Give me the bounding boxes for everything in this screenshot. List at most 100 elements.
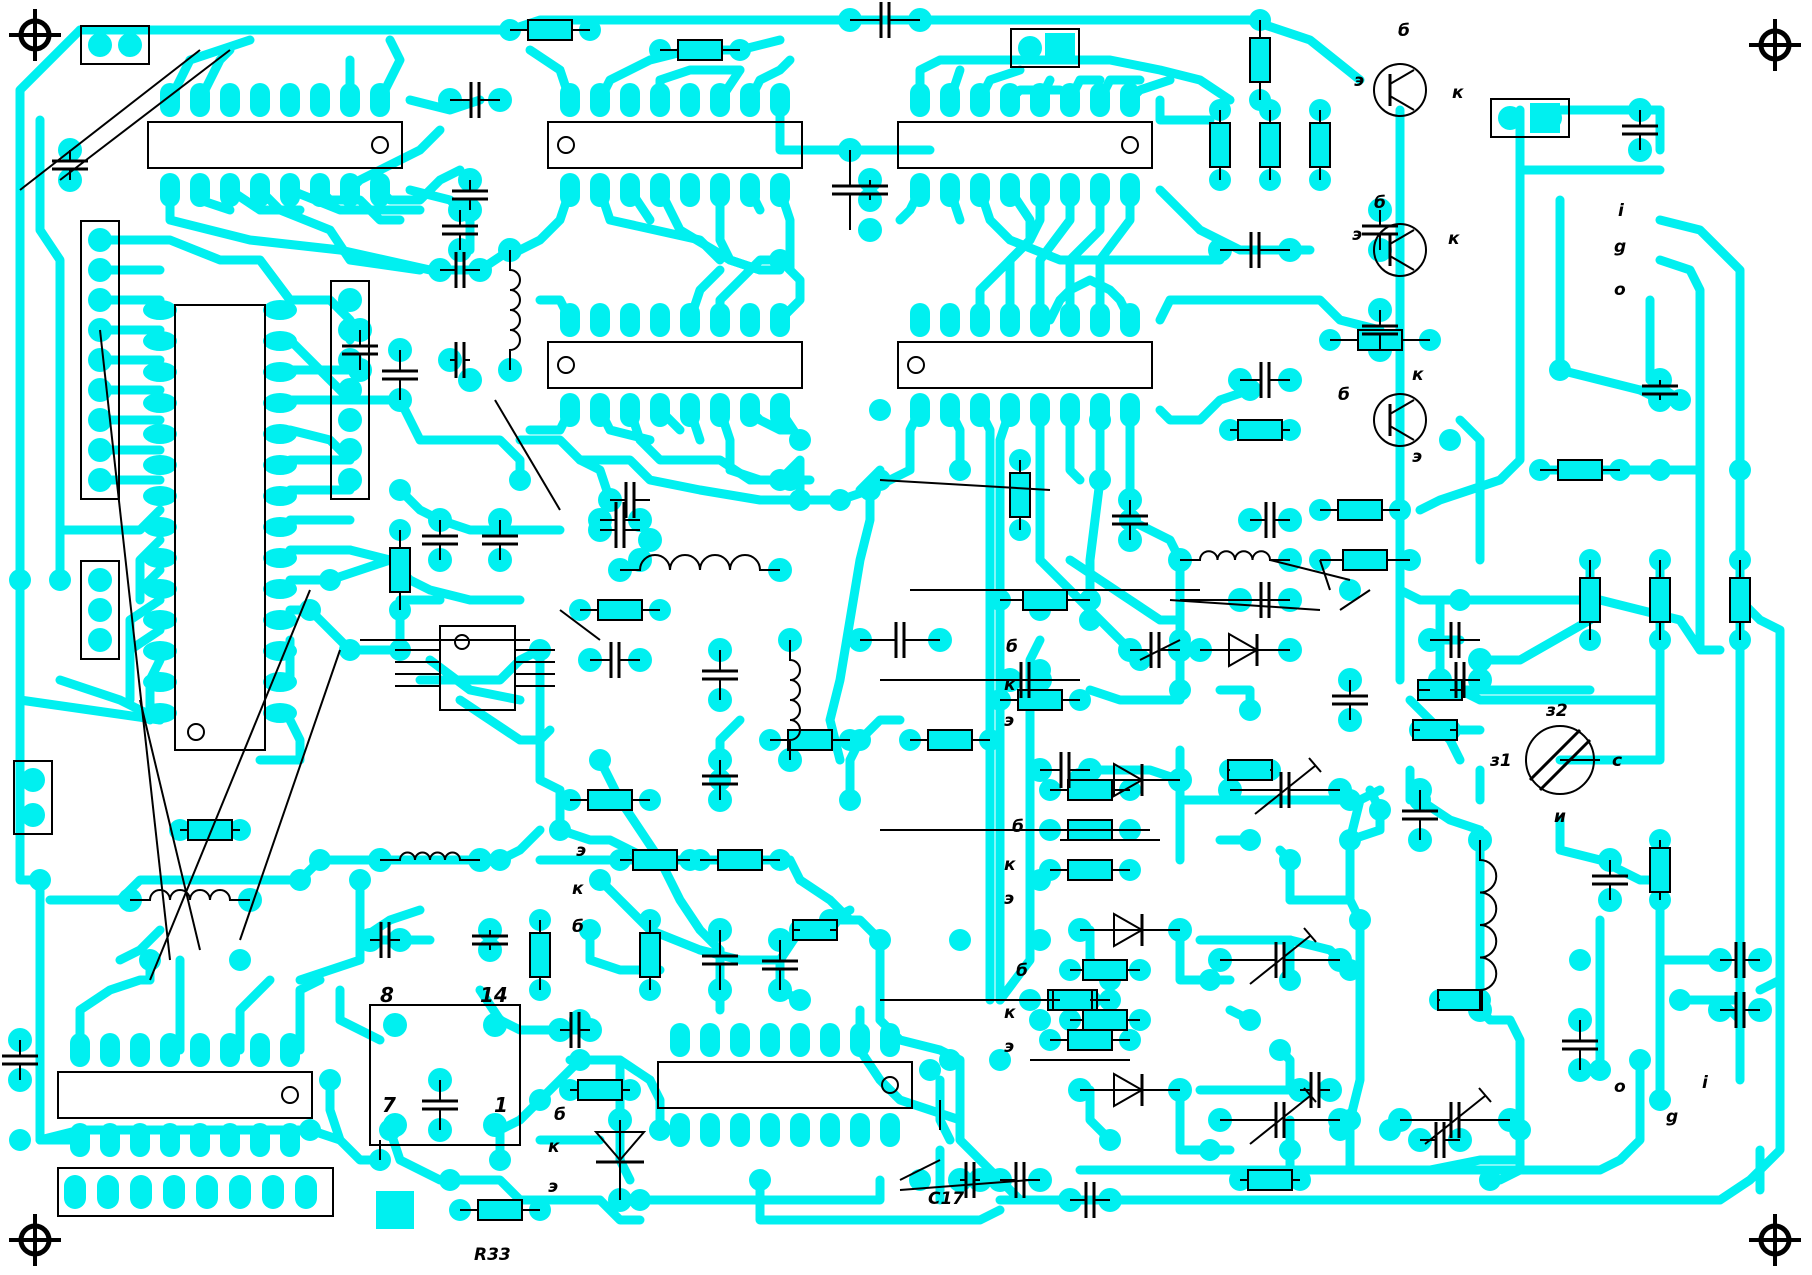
pad: [220, 83, 240, 117]
pad: [790, 1113, 810, 1147]
pad: [100, 1123, 120, 1157]
pad: [850, 1023, 870, 1057]
pin1-marker: [907, 356, 925, 374]
pad: [319, 569, 341, 591]
pad: [1030, 303, 1050, 337]
pad: [1549, 359, 1571, 381]
trace: [345, 125, 445, 195]
pad: [49, 569, 71, 591]
pad: [338, 438, 362, 462]
header-top-right: [1490, 98, 1570, 138]
pad: [338, 378, 362, 402]
pad: [1369, 799, 1391, 821]
trace: [1075, 1055, 1645, 1175]
pad: [263, 486, 297, 506]
pad: [1649, 459, 1671, 481]
pad: [620, 393, 640, 427]
trace: [1425, 1155, 1525, 1175]
pad: [143, 331, 177, 351]
pad: [340, 83, 360, 117]
silkscreen-labels: б э к б э к б к э i g o з2 з1 с и б к э …: [380, 21, 1709, 1265]
label-e-l1: э: [576, 841, 586, 861]
wire: [99, 329, 171, 961]
pad: [280, 1123, 300, 1157]
resistor-body-fill: [598, 600, 642, 620]
trace: [995, 405, 1015, 565]
pad: [483, 1113, 507, 1137]
header-left-mid: [330, 280, 370, 500]
pad: [299, 1119, 321, 1141]
wire: [1269, 559, 1351, 581]
trace: [35, 1125, 315, 1145]
trace: [335, 985, 385, 1045]
pad: [143, 610, 177, 630]
resistor-body-fill: [928, 730, 972, 750]
pad: [670, 1113, 690, 1147]
inductor-coil: [789, 640, 801, 760]
pad: [850, 1113, 870, 1147]
label-e-l2: э: [548, 1177, 558, 1197]
inductor-coil: [509, 250, 521, 370]
label-b-t1: б: [1398, 21, 1410, 41]
resistor-body-fill: [390, 548, 410, 592]
ic-mid-middle: [547, 341, 803, 389]
wire: [239, 649, 341, 941]
trace: [345, 395, 525, 485]
trace: [795, 875, 855, 925]
square-pad: [1045, 33, 1075, 63]
pad: [740, 393, 760, 427]
trace: [515, 435, 615, 505]
pad: [262, 1175, 284, 1209]
resistor-body-fill: [1650, 848, 1670, 892]
pad: [1029, 929, 1051, 951]
trace: [1085, 685, 1185, 705]
pin1-marker: [281, 1086, 299, 1104]
pad: [710, 393, 730, 427]
pad: [859, 479, 881, 501]
pad: [143, 362, 177, 382]
pad: [88, 408, 112, 432]
pad: [88, 258, 112, 282]
transistor-body: [1373, 63, 1427, 117]
pad: [1000, 173, 1020, 207]
pad: [1120, 393, 1140, 427]
pad: [989, 1049, 1011, 1071]
resistor-body-fill: [718, 850, 762, 870]
trace: [1655, 215, 1785, 995]
pad: [590, 83, 610, 117]
label-pin-14: 14: [480, 983, 508, 1007]
pad: [560, 303, 580, 337]
pad: [340, 173, 360, 207]
pad: [263, 548, 297, 568]
trace: [1555, 555, 1665, 765]
pad: [1060, 393, 1080, 427]
resistor-body-fill: [678, 40, 722, 60]
pad: [100, 1033, 120, 1067]
pad: [949, 929, 971, 951]
pin1-marker: [454, 634, 470, 650]
trace: [35, 115, 65, 585]
resistor-body-fill: [588, 790, 632, 810]
pad: [163, 1175, 185, 1209]
pad: [190, 1123, 210, 1157]
ic-top-left: [147, 121, 403, 169]
trace: [1395, 105, 1465, 605]
pad: [620, 173, 640, 207]
trace: [825, 485, 875, 765]
pad: [579, 919, 601, 941]
trace: [995, 635, 1045, 1005]
label-i-lower: i: [1702, 1073, 1709, 1093]
pad: [940, 83, 960, 117]
trace: [1475, 555, 1595, 665]
pad: [1060, 173, 1080, 207]
pad: [869, 399, 891, 421]
label-b-l1: б: [572, 917, 584, 937]
pad: [88, 288, 112, 312]
wire: [1303, 927, 1317, 943]
pad: [263, 393, 297, 413]
pad: [710, 83, 730, 117]
pad: [29, 869, 51, 891]
pad: [88, 348, 112, 372]
pad: [1279, 849, 1301, 871]
label-k-m3: к: [1004, 1003, 1016, 1023]
